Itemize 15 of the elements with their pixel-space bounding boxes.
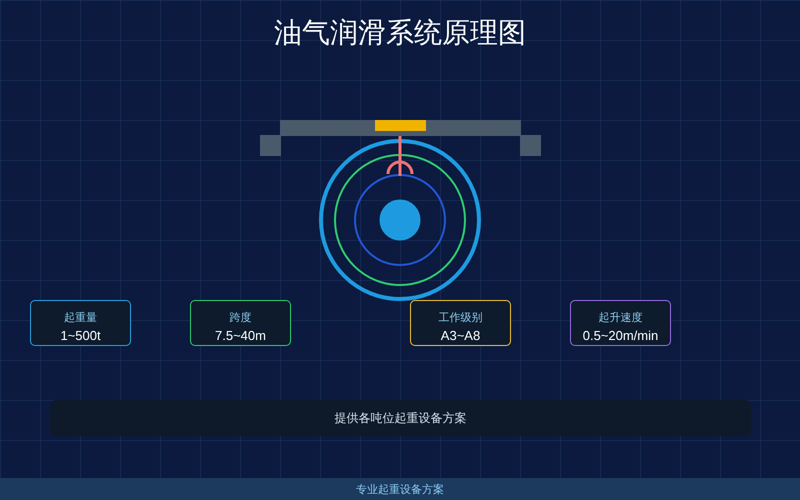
spec-label: 工作级别 [438, 311, 482, 324]
spec-card [410, 300, 511, 346]
spec-label: 起重量 [64, 311, 97, 324]
spec-value: 0.5~20m/min [582, 328, 658, 343]
spec-card [30, 300, 131, 346]
spec-value: A3~A8 [440, 328, 480, 343]
spec-value: 7.5~40m [215, 328, 266, 343]
spec-card [190, 300, 291, 346]
spec-label: 起升速度 [598, 311, 642, 324]
info-bar: 提供各吨位起重设备方案 [50, 400, 751, 436]
spec-label: 跨度 [230, 311, 252, 324]
title: 油气润滑系统原理图 [274, 16, 526, 49]
spec-card [570, 300, 671, 346]
spec-value: 1~500t [60, 328, 101, 343]
footer-band: 专业起重设备方案 [0, 478, 800, 500]
